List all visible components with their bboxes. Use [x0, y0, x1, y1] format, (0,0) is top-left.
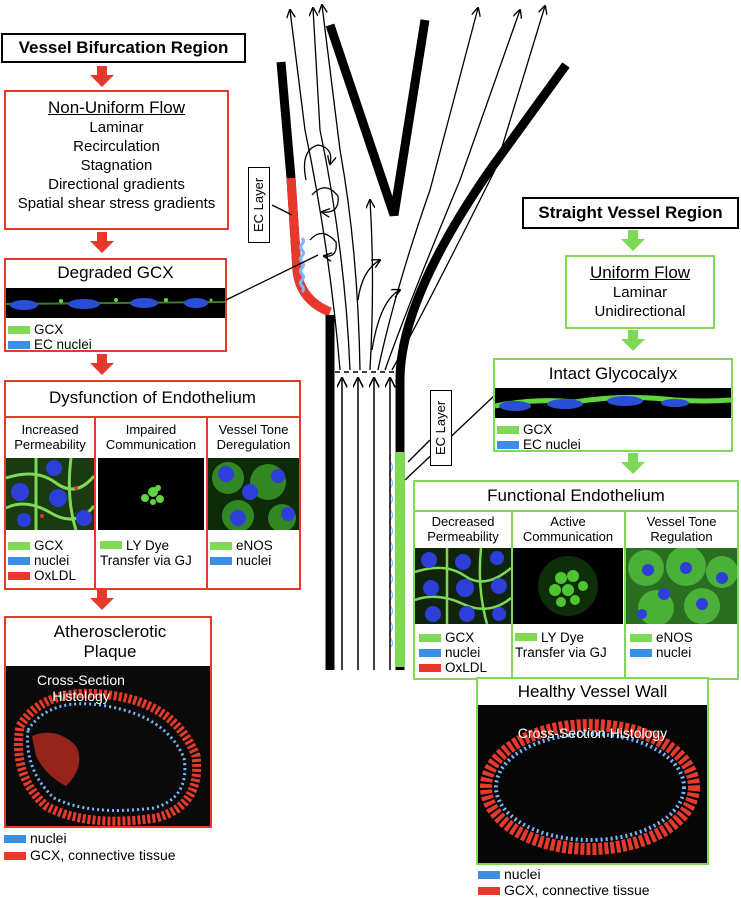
uniform-flow-box: Uniform Flow Laminar Unidirectional: [565, 255, 715, 329]
flow-item: Laminar: [612, 284, 668, 301]
dysfunction-title: Dysfunction of Endothelium: [49, 388, 256, 407]
nuclei-swatch: [210, 557, 232, 566]
uniform-flow-title: Uniform Flow: [589, 263, 691, 282]
col-decreased-permeability: Decreased Permeability: [427, 514, 499, 544]
degraded-gcx-title: Degraded GCX: [57, 263, 174, 282]
functional-endothelium-box: Functional Endothelium Decreased Permeab…: [413, 480, 739, 680]
col-vessel-tone-deregulation: Vessel Tone Deregulation: [216, 422, 291, 452]
permeability-image: [6, 458, 94, 530]
flow-item: Laminar: [89, 119, 144, 136]
oxldl-swatch: [419, 664, 441, 673]
gcx-swatch: [497, 426, 519, 435]
non-uniform-flow-title: Non-Uniform Flow: [48, 98, 185, 117]
nuclei-swatch: [8, 341, 30, 350]
ly-dye-swatch: [515, 633, 537, 641]
healthy-cross-section-label: Cross-Section Histology: [517, 725, 668, 741]
plaque-image: [6, 666, 210, 826]
ec-layer-label-right: EC Layer: [430, 390, 452, 466]
communication-image: [98, 458, 204, 530]
connective-tissue-swatch: [478, 887, 500, 896]
plaque-title: Atherosclerotic Plaque: [53, 622, 167, 661]
healthy-wall-image: [478, 705, 707, 863]
active-communication-image: [513, 548, 623, 624]
straight-region-label: Straight Vessel Region: [522, 197, 739, 229]
col-impaired-communication: Impaired Communication: [105, 422, 197, 452]
nuclei-swatch: [478, 871, 500, 880]
flow-item: Unidirectional: [594, 303, 686, 320]
oxldl-swatch: [8, 572, 30, 581]
healthy-vessel-wall-box: Healthy Vessel Wall Cross-Section Histol…: [476, 677, 709, 865]
gcx-swatch: [8, 326, 30, 335]
flow-item: Spatial shear stress gradients: [17, 195, 216, 212]
ec-layer-label-left: EC Layer: [248, 167, 270, 243]
dysfunction-box: Dysfunction of Endothelium Increased Per…: [4, 380, 301, 590]
non-uniform-flow-box: Non-Uniform Flow Laminar Recirculation S…: [4, 90, 229, 230]
col-increased-permeability: Increased Permeability: [14, 422, 86, 452]
gcx-swatch: [419, 634, 441, 643]
healthy-vessel-wall-title: Healthy Vessel Wall: [517, 682, 668, 701]
nuclei-swatch: [630, 649, 652, 658]
nuclei-swatch: [497, 441, 519, 450]
bifurcation-region-label: Vessel Bifurcation Region: [1, 33, 246, 63]
col-active-communication: Active Communication: [522, 514, 614, 544]
nuclei-swatch: [4, 835, 26, 844]
enos-swatch: [630, 634, 652, 643]
intact-gcx-image: [495, 388, 731, 418]
flow-item: Stagnation: [80, 157, 153, 174]
col-vessel-tone-regulation: Vessel Tone Regulation: [646, 514, 717, 544]
vessel-tone-image: [208, 458, 299, 530]
plaque-box: Atherosclerotic Plaque Cross-Section His…: [4, 616, 212, 828]
intact-glycocalyx-title: Intact Glycocalyx: [548, 364, 678, 383]
enos-swatch: [210, 542, 232, 551]
intact-glycocalyx-box: Intact Glycocalyx GCX EC nuclei: [493, 358, 733, 452]
connective-tissue-swatch: [4, 852, 26, 861]
degraded-gcx-image: [6, 288, 225, 318]
flow-item: Recirculation: [73, 138, 160, 155]
plaque-cross-section-label: Cross-Section Histology: [37, 672, 125, 704]
functional-endothelium-title: Functional Endothelium: [487, 486, 665, 505]
flow-item: Directional gradients: [48, 176, 185, 193]
decreased-permeability-image: [415, 548, 511, 624]
ly-dye-swatch: [100, 541, 122, 549]
degraded-gcx-box: Degraded GCX GCX EC nuclei: [4, 258, 227, 352]
nuclei-swatch: [8, 557, 30, 566]
vessel-tone-regulation-image: [626, 548, 737, 624]
gcx-swatch: [8, 542, 30, 551]
nuclei-swatch: [419, 649, 441, 658]
